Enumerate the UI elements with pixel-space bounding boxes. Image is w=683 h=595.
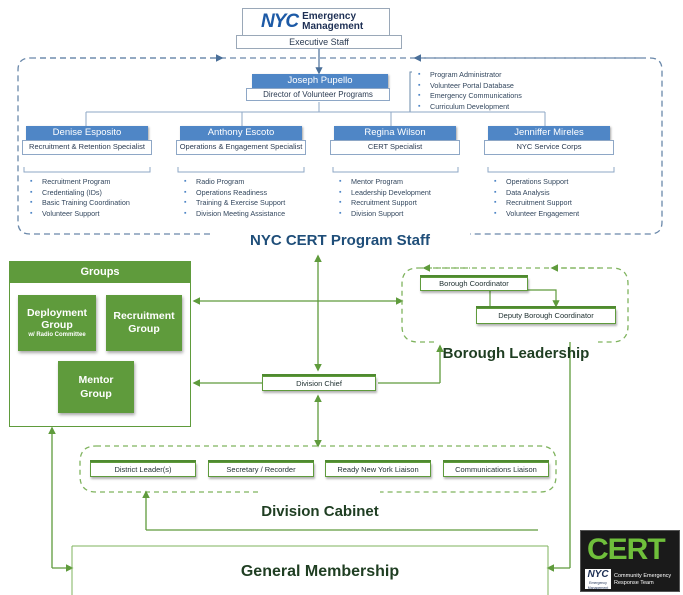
program-staff-title: NYC CERT Program Staff: [249, 232, 431, 249]
staff-duty: Basic Training Coordination: [28, 198, 158, 209]
staff-card-denise-esposito: Denise Esposito Recruitment & Retention …: [22, 126, 152, 155]
staff-duty: Division Support: [337, 209, 467, 220]
executive-staff-box: Executive Staff: [236, 35, 402, 49]
recruitment-group-box: Recruitment Group: [106, 295, 182, 351]
staff-card-jenniffer-mireles: Jenniffer Mireles NYC Service Corps: [484, 126, 614, 155]
cert-logo-nyc-badge: NYC Emergency Management: [585, 569, 611, 590]
director-name: Joseph Pupello: [252, 74, 388, 88]
staff-card-anthony-escoto: Anthony Escoto Operations & Engagement S…: [176, 126, 306, 155]
mentor-group-box: Mentor Group: [58, 361, 134, 413]
logo-line-1: Emergency: [302, 11, 357, 22]
staff-duty: Volunteer Engagement: [492, 209, 632, 220]
groups-heading: Groups: [9, 261, 191, 283]
cert-logo-caption-line-2: Response Team: [614, 580, 654, 586]
director-duty: Emergency Communications: [416, 91, 556, 102]
staff-duty: Data Analysis: [492, 188, 632, 199]
deployment-group-sublabel: w/ Radio Committee: [28, 331, 86, 338]
cert-logo-word: CERT: [587, 533, 666, 566]
staff-name: Regina Wilson: [334, 126, 456, 140]
staff-role: NYC Service Corps: [484, 140, 614, 155]
staff-duty: Recruitment Program: [28, 177, 158, 188]
staff-duties-jenniffer-mireles: Operations Support Data Analysis Recruit…: [492, 177, 632, 219]
cert-logo-caption-line-1: Community Emergency: [614, 573, 672, 579]
borough-leadership-title: Borough Leadership: [442, 345, 590, 362]
staff-role: Operations & Engagement Specialist: [176, 140, 306, 155]
director-duty: Curriculum Development: [416, 102, 556, 113]
mentor-group-label-1: Mentor: [78, 374, 114, 386]
deployment-group-label-2: Group: [41, 318, 73, 331]
logo-line-2: Management: [302, 21, 364, 32]
cabinet-member-ready-new-york-liaison: Ready New York Liaison: [325, 462, 431, 477]
director-duty: Program Administrator: [416, 70, 556, 81]
recruitment-group-label-2: Group: [128, 323, 160, 335]
staff-duty: Volunteer Support: [28, 209, 158, 220]
staff-name: Jenniffer Mireles: [488, 126, 610, 140]
cert-logo-caption: Community Emergency Response Team: [614, 573, 671, 587]
director-duty: Volunteer Portal Database: [416, 81, 556, 92]
cert-logo-agency-text: Emergency Management: [587, 581, 609, 590]
staff-duties-anthony-escoto: Radio Program Operations Readiness Train…: [182, 177, 312, 219]
staff-duty: Training & Exercise Support: [182, 198, 312, 209]
staff-duty: Mentor Program: [337, 177, 467, 188]
mentor-group-label-2: Group: [80, 388, 112, 400]
cabinet-member-secretary-recorder: Secretary / Recorder: [208, 462, 314, 477]
general-membership-title: General Membership: [240, 563, 400, 580]
logo-agency-text: Emergency Management: [302, 12, 363, 32]
staff-duty: Operations Readiness: [182, 188, 312, 199]
cert-logo: CERT NYC Emergency Management Community …: [580, 530, 680, 592]
deputy-borough-coordinator-box: Deputy Borough Coordinator: [476, 308, 616, 324]
staff-role: CERT Specialist: [330, 140, 460, 155]
staff-name: Anthony Escoto: [180, 126, 302, 140]
staff-duty: Radio Program: [182, 177, 312, 188]
staff-role: Recruitment & Retention Specialist: [22, 140, 152, 155]
director-duties: Program Administrator Volunteer Portal D…: [416, 70, 556, 112]
borough-coordinator-box: Borough Coordinator: [420, 277, 528, 291]
director-title: Director of Volunteer Programs: [246, 88, 390, 101]
staff-duty: Recruitment Support: [492, 198, 632, 209]
staff-duty: Credentialing (IDs): [28, 188, 158, 199]
staff-name: Denise Esposito: [26, 126, 148, 140]
recruitment-group-label-1: Recruitment: [113, 310, 175, 322]
staff-duty: Leadership Development: [337, 188, 467, 199]
division-cabinet-title: Division Cabinet: [261, 503, 379, 520]
division-chief-box: Division Chief: [262, 376, 376, 391]
staff-duty: Operations Support: [492, 177, 632, 188]
logo-nyc-text: NYC: [261, 11, 299, 32]
deployment-group-label-1: Deployment: [26, 306, 88, 319]
cabinet-member-communications-liaison: Communications Liaison: [443, 462, 549, 477]
staff-duties-denise-esposito: Recruitment Program Credentialing (IDs) …: [28, 177, 158, 219]
staff-duties-regina-wilson: Mentor Program Leadership Development Re…: [337, 177, 467, 219]
nyc-emergency-management-logo: NYC Emergency Management: [242, 8, 390, 36]
staff-duty: Recruitment Support: [337, 198, 467, 209]
deployment-group-box: Deployment Group w/ Radio Committee: [18, 295, 96, 351]
staff-duty: Division Meeting Assistance: [182, 209, 312, 220]
staff-card-regina-wilson: Regina Wilson CERT Specialist: [330, 126, 460, 155]
cert-logo-nyc-text: NYC: [587, 569, 609, 580]
director-box: Joseph Pupello: [252, 74, 388, 88]
cabinet-member-district-leaders: District Leader(s): [90, 462, 196, 477]
